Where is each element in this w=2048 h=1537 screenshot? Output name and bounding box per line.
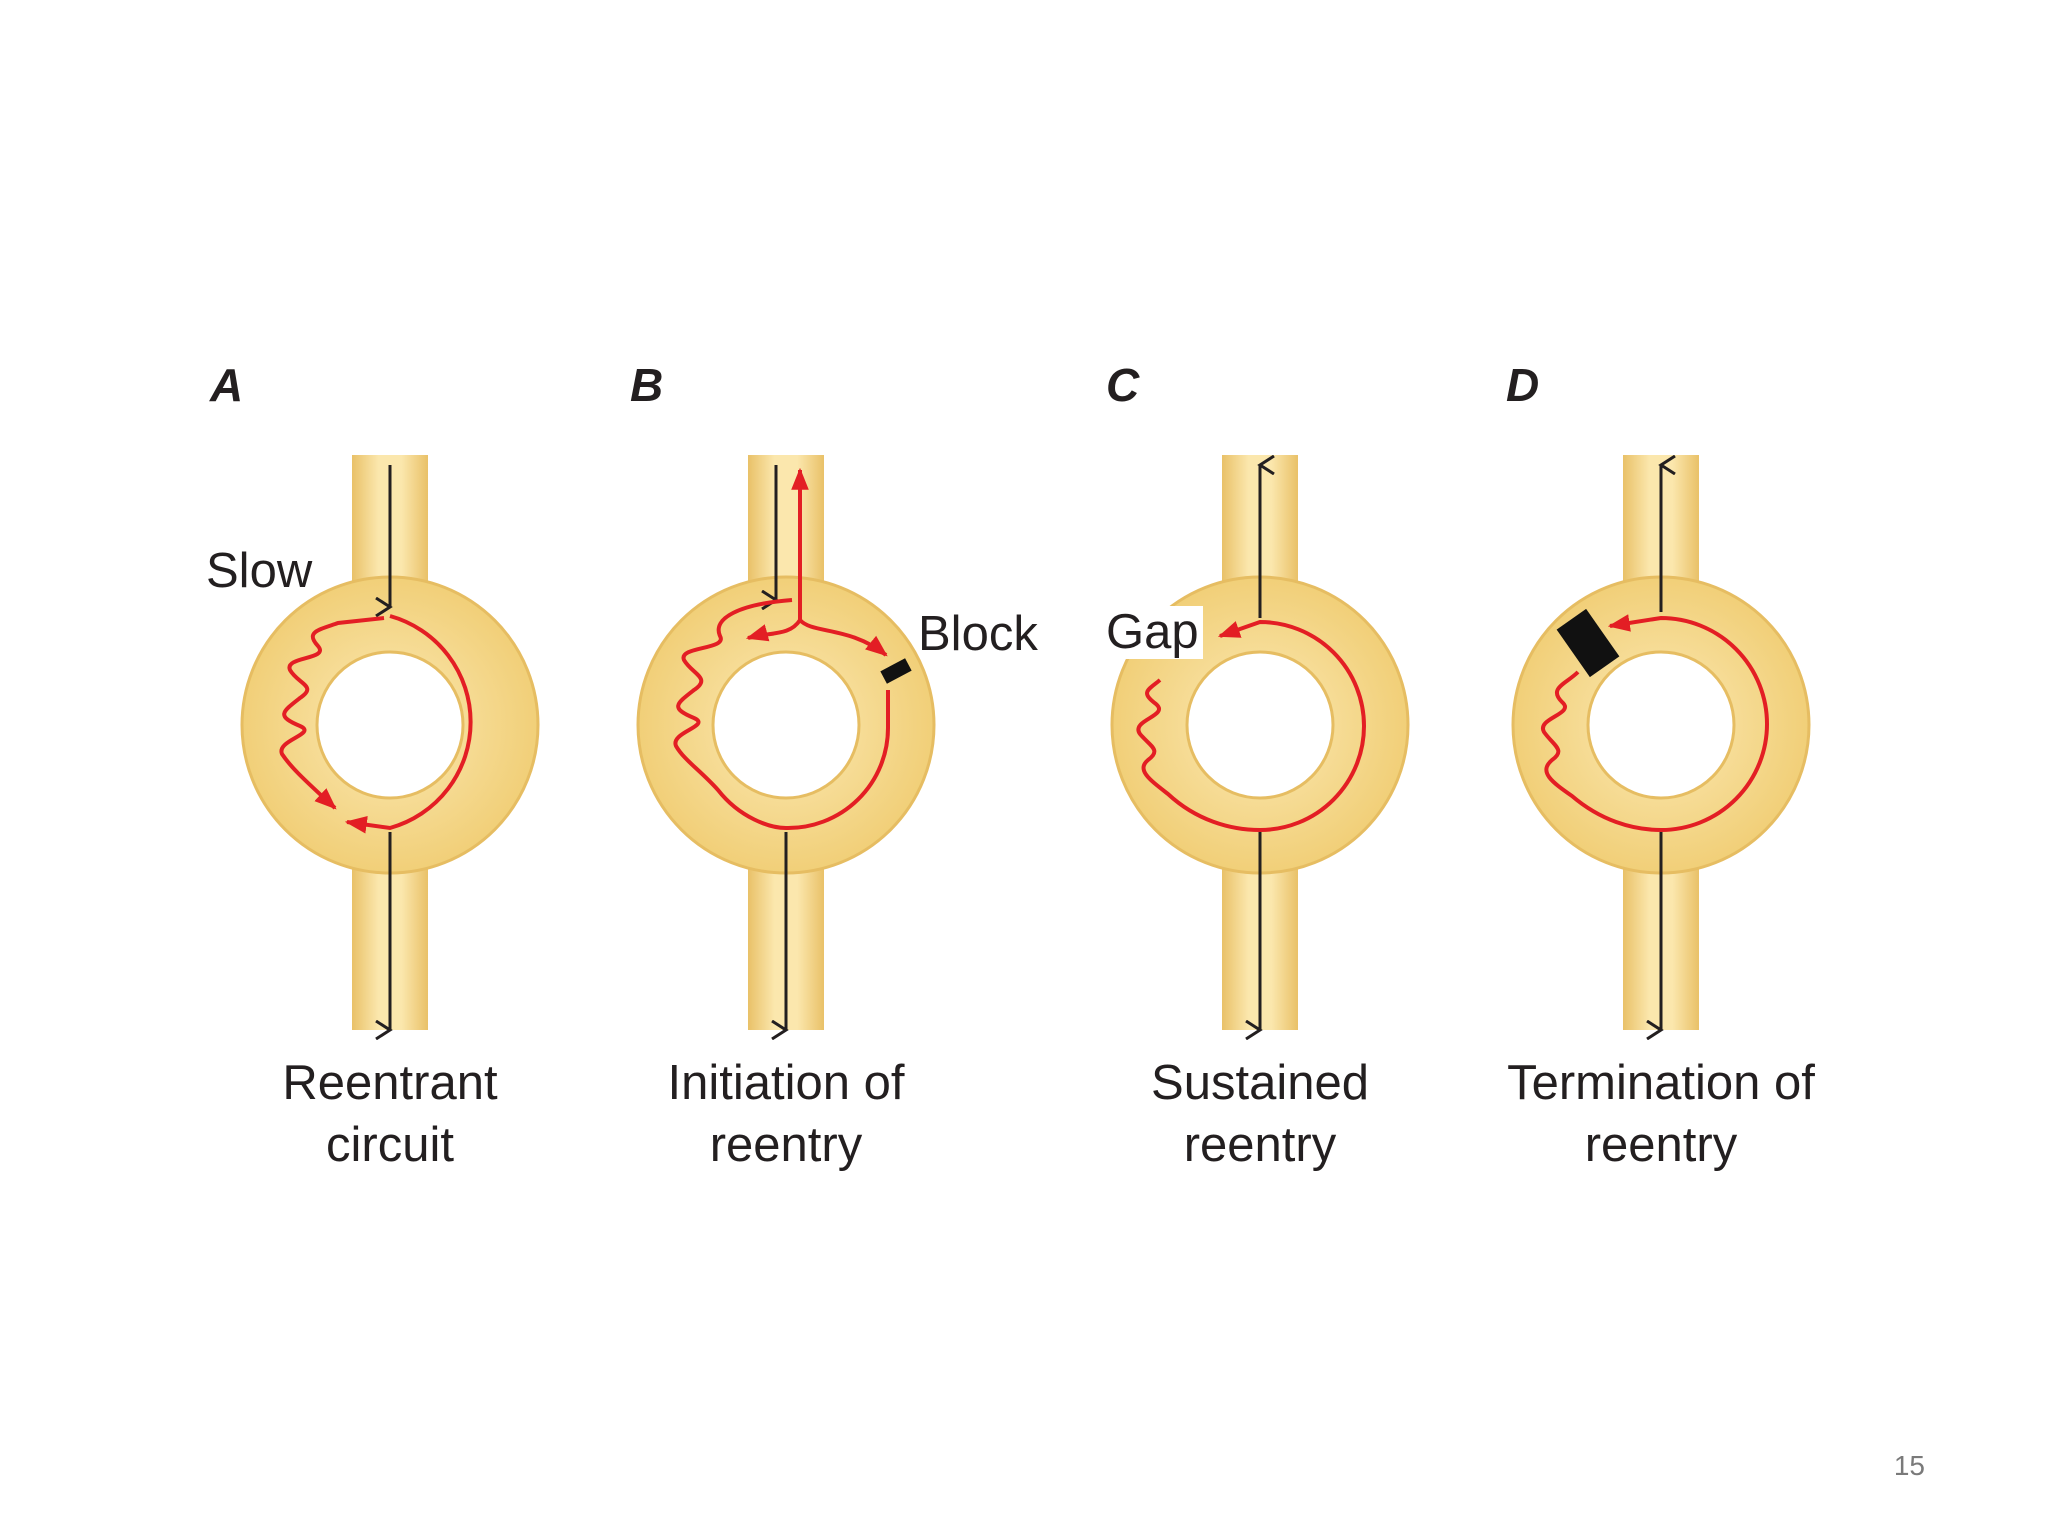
panel-a-fast-pathway: [344, 614, 473, 834]
panel-a-caption-line2: circuit: [326, 1118, 454, 1172]
panel-b-letter: B: [630, 359, 664, 411]
panel-a-caption-line1: Reentrant: [282, 1056, 498, 1110]
panel-a-diagram: [240, 455, 540, 1030]
panel-b-right-branch: [798, 618, 888, 657]
panel-c-caption-line2: reentry: [1183, 1118, 1337, 1172]
panel-b-caption: Initiation of reentry: [606, 1052, 966, 1176]
panel-b-caption-line1: Initiation of: [667, 1056, 905, 1110]
panel-c-reentry-loop: [1136, 619, 1366, 833]
panel-b-core: [711, 650, 861, 800]
panel-a-core: [315, 650, 465, 800]
panel-d-reentry-loop: [1540, 614, 1769, 833]
panel-a-letter: A: [210, 359, 244, 411]
panel-b-diagram: [636, 455, 936, 1030]
panel-c-caption: Sustained reentry: [1080, 1052, 1440, 1176]
panel-d-caption-line2: reentry: [1584, 1118, 1738, 1172]
panel-b-slow-loop: [673, 598, 890, 831]
panel-b-caption-line2: reentry: [709, 1118, 863, 1172]
panel-c-diagram: [1110, 455, 1410, 1030]
panel-d-block-marker: [1556, 608, 1620, 678]
panel-c-caption-line1: Sustained: [1151, 1056, 1369, 1110]
panel-d-caption-line1: Termination of: [1507, 1056, 1815, 1110]
panel-d-caption: Termination of reentry: [1481, 1052, 1841, 1176]
panel-b-left-branch: [745, 618, 802, 642]
block-label: Block: [918, 607, 1038, 661]
gap-label: Gap: [1102, 606, 1203, 659]
slow-label: Slow: [206, 544, 313, 598]
panel-a-caption: Reentrant circuit: [210, 1052, 570, 1176]
page-number: 15: [1893, 1450, 1925, 1481]
panel-a-slow-pathway: [279, 616, 385, 810]
panel-c-letter: C: [1106, 359, 1140, 411]
panel-b-block-marker: [880, 658, 912, 684]
panel-c-core: [1185, 650, 1335, 800]
panel-d-core: [1586, 650, 1736, 800]
panel-d-diagram: [1511, 455, 1811, 1030]
panel-d-letter: D: [1506, 359, 1540, 411]
